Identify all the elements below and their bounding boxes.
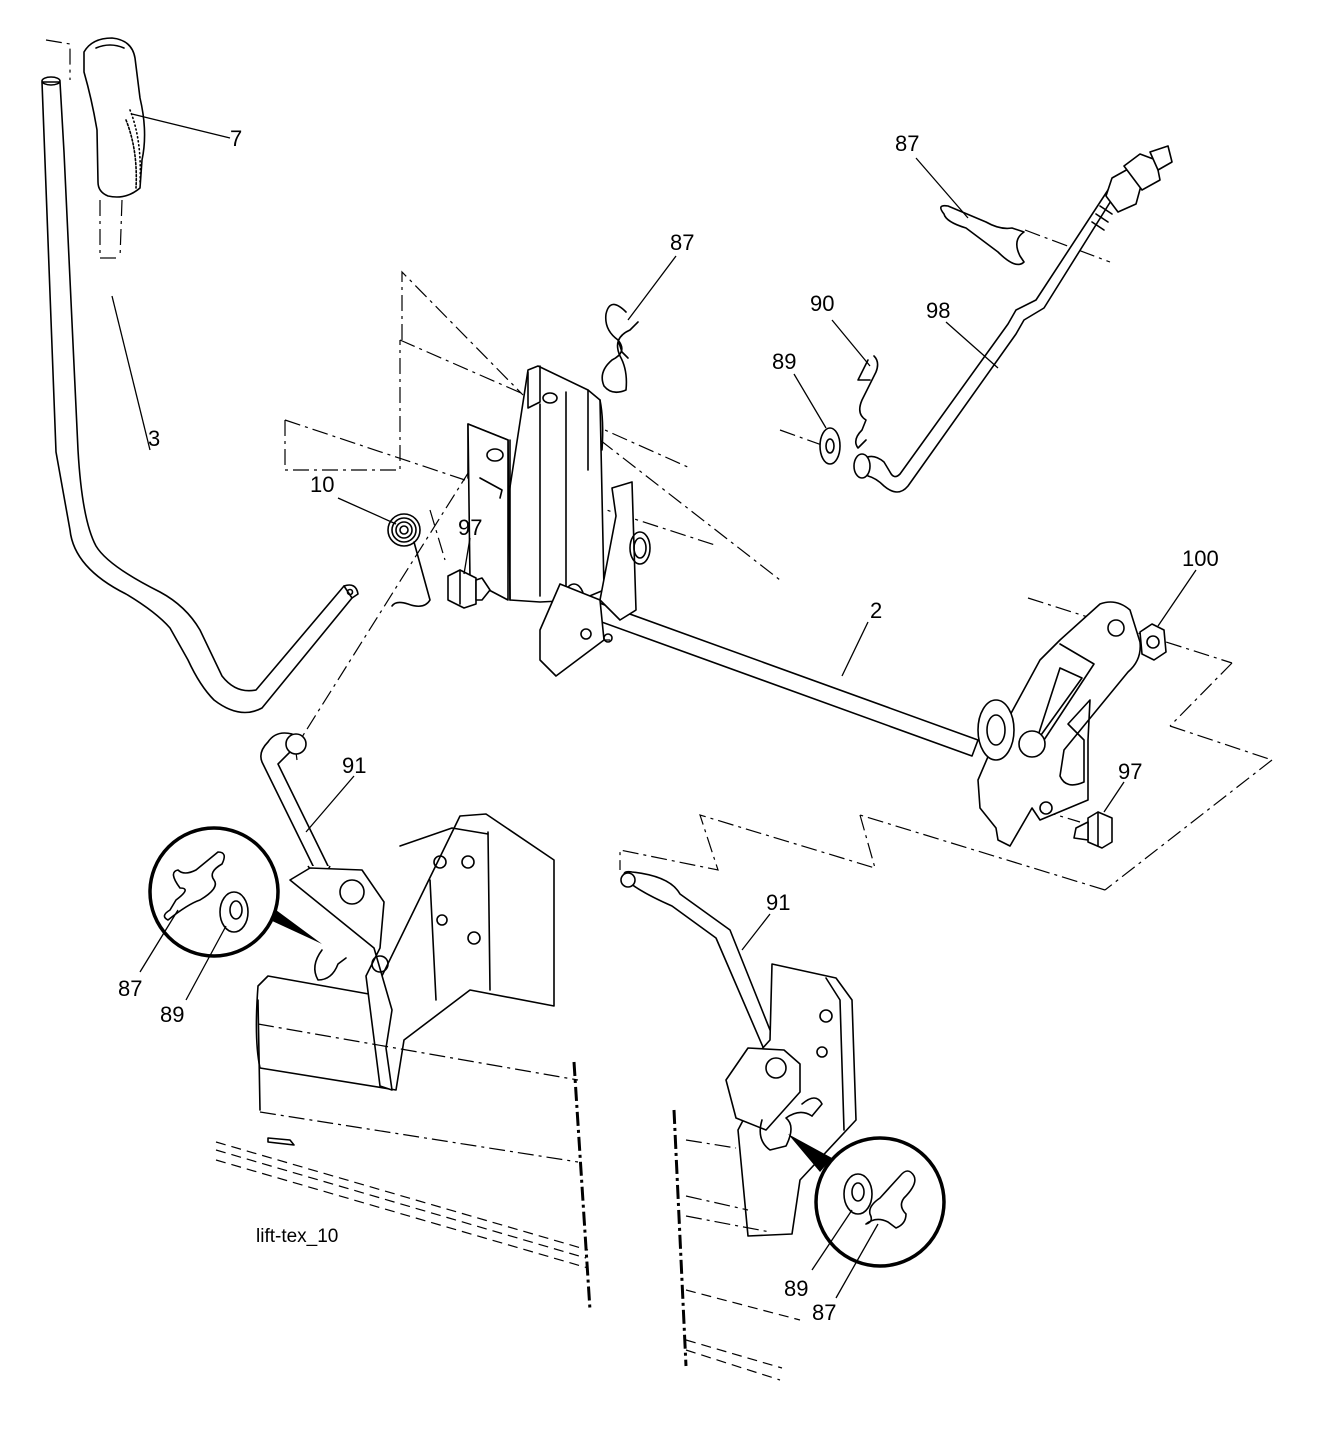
- link-rod-part-91-right: [620, 870, 783, 1069]
- torsion-spring-part-10: [387, 513, 431, 608]
- callout-97-right: 97: [1118, 759, 1142, 784]
- hair-pin-clip-part-87-top-center: [601, 303, 639, 394]
- callout-89-detail-right: 89: [784, 1276, 808, 1301]
- right-deck-bracket: [725, 963, 857, 1237]
- link-rod-part-91-left: [260, 732, 331, 877]
- handle-grip-part-7: [83, 37, 146, 198]
- lift-lever-rod-part-3: [41, 76, 359, 714]
- callout-87-detail-left: 87: [118, 976, 142, 1001]
- callout-97-left: 97: [458, 515, 482, 540]
- callout-87-top-center: 87: [670, 230, 694, 255]
- right-lift-arm: [977, 601, 1142, 847]
- bolt-part-97-left: [447, 569, 491, 609]
- callout-leaders: [111, 113, 1197, 1299]
- callout-98: 98: [926, 298, 950, 323]
- left-deck-bracket: [255, 813, 555, 1146]
- callout-10: 10: [310, 472, 334, 497]
- hair-pin-clip-part-87-top-right: [940, 204, 1025, 266]
- adjustment-rod-part-98: [853, 145, 1173, 493]
- callout-3: 3: [148, 426, 160, 451]
- callout-89-top: 89: [772, 349, 796, 374]
- nut-part-100: [1139, 623, 1167, 661]
- callout-91-left: 91: [342, 753, 366, 778]
- callout-labels: 7 3 87 87 90 98 89 10 97 100 2 91 97 91 …: [118, 126, 1219, 1325]
- callout-90: 90: [810, 291, 834, 316]
- callout-7: 7: [230, 126, 242, 151]
- detail-circle-left: [148, 826, 322, 958]
- mower-deck-outline: [215, 1023, 801, 1381]
- detail-circle-right: [788, 1134, 946, 1268]
- callout-89-detail-left: 89: [160, 1002, 184, 1027]
- callout-91-right: 91: [766, 890, 790, 915]
- lift-shaft-part-2: [539, 481, 979, 757]
- washer-part-89-top: [819, 427, 841, 465]
- mounting-bracket: [467, 365, 605, 603]
- bolt-part-97-right: [1073, 811, 1113, 849]
- callout-100: 100: [1182, 546, 1219, 571]
- callout-87-top-right: 87: [895, 131, 919, 156]
- diagram-id-label: lift-tex_10: [256, 1226, 338, 1247]
- callout-87-detail-right: 87: [812, 1300, 836, 1325]
- callout-2: 2: [870, 598, 882, 623]
- clip-part-90: [854, 355, 879, 449]
